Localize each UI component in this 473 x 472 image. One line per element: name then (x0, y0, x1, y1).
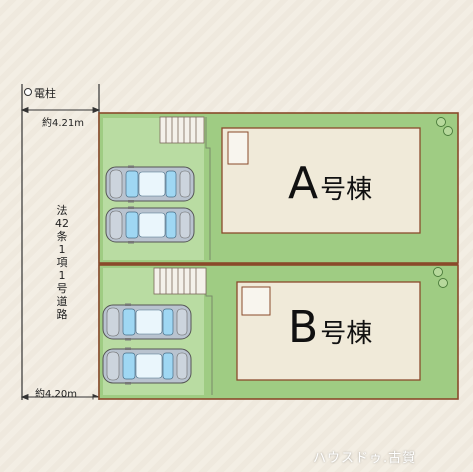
shrub-icon (436, 117, 453, 136)
building-a (221, 127, 421, 234)
dimension-arrow-top (20, 106, 101, 114)
car-icon (102, 347, 192, 385)
house-b-label: B 号棟 (288, 306, 372, 350)
building-b (236, 281, 421, 381)
house-a-letter: A (288, 158, 319, 209)
shrub-icon (433, 267, 448, 288)
walkway-edge-a (205, 117, 211, 260)
car-icon (102, 303, 192, 341)
road-width-top: 約4.21m (42, 118, 85, 129)
road-type-label: 法42条1項1号道路 (55, 204, 69, 321)
house-b-letter: B (288, 302, 319, 353)
utility-pole-label: 電柱 (34, 87, 56, 100)
car-icon (105, 206, 195, 244)
house-b-suffix: 号棟 (320, 319, 373, 349)
stairs-icon (153, 267, 207, 295)
road-width-bottom: 約4.20m (35, 389, 78, 400)
stairs-icon (159, 116, 205, 144)
dimension-arrow-bottom (20, 393, 100, 401)
house-a-suffix: 号棟 (320, 175, 373, 205)
watermark: ハウスドゥ.古賀 (313, 451, 417, 466)
utility-pole-icon (24, 88, 32, 96)
car-icon (105, 165, 195, 203)
house-a-label: A 号棟 (288, 162, 372, 206)
